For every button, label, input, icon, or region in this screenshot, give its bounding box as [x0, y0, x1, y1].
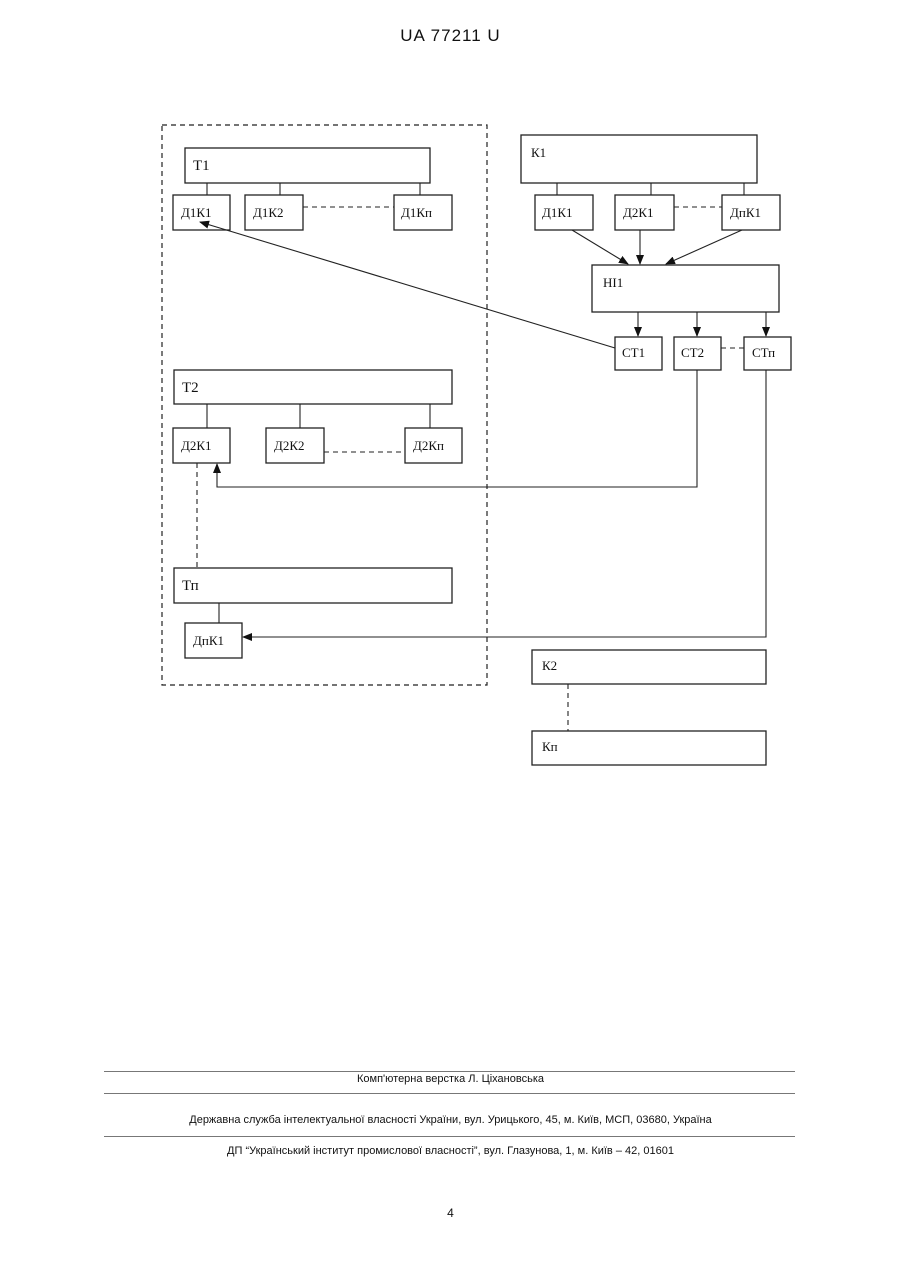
d2k1-label: Д2К1: [181, 438, 212, 453]
k2-label: К2: [542, 658, 557, 673]
agency-address: Державна служба інтелектуальної власност…: [0, 1114, 901, 1126]
tn-block: [174, 568, 452, 603]
t2-label: Т2: [182, 380, 199, 396]
stn-label: СТп: [752, 345, 775, 360]
kn-label: Кп: [542, 739, 558, 754]
typesetting-credit: Комп'ютерна верстка Л. Ціхановська: [0, 1073, 901, 1085]
st1-to-d1k1-arrow: [200, 222, 615, 348]
d1k2-label: Д1К2: [253, 205, 284, 220]
d2kn-label: Д2Кп: [413, 438, 444, 453]
k1-label: К1: [531, 145, 546, 160]
d1kn-label: Д1Кп: [401, 205, 432, 220]
institute-address: ДП “Український інститут промислової вла…: [0, 1145, 901, 1157]
t1-label: Т1: [193, 158, 210, 174]
page-number: 4: [0, 1206, 901, 1220]
tn-label: Тп: [182, 578, 199, 594]
t1-block: [185, 148, 430, 183]
footer-rule-bottom: [104, 1136, 795, 1137]
d2k1-right-label: Д2К1: [623, 205, 654, 220]
t2-block: [174, 370, 452, 404]
k2-block: [532, 650, 766, 684]
dnk1-label: ДпК1: [193, 633, 224, 648]
st1-label: СТ1: [622, 345, 645, 360]
dnk1-right-label: ДпК1: [730, 205, 761, 220]
st2-label: СТ2: [681, 345, 704, 360]
d2k2-label: Д2К2: [274, 438, 305, 453]
kn-block: [532, 731, 766, 765]
d1k1-right-label: Д1К1: [542, 205, 573, 220]
ni1-label: НІ1: [603, 275, 623, 290]
footer-rule-middle: [104, 1093, 795, 1094]
d1k1-label: Д1К1: [181, 205, 212, 220]
k1-block: [521, 135, 757, 183]
footer-rule-top: [104, 1071, 795, 1072]
